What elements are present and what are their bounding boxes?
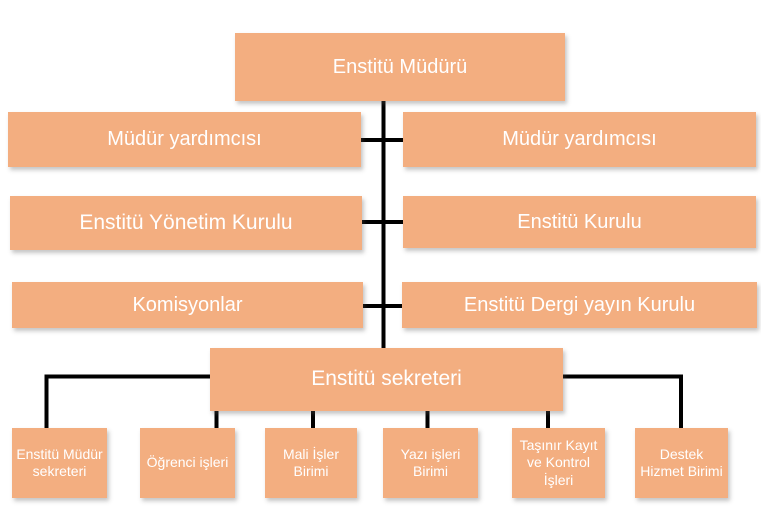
node-support-services-unit: Destek Hizmet Birimi bbox=[635, 428, 728, 498]
node-journal-publication-board: Enstitü Dergi yayın Kurulu bbox=[402, 282, 757, 328]
connector-left-l bbox=[44, 374, 212, 430]
node-institute-secretary: Enstitü sekreteri bbox=[210, 348, 563, 411]
node-deputy-director-right: Müdür yardımcısı bbox=[403, 112, 756, 167]
node-movable-registry-control: Taşınır Kayıt ve Kontrol İşleri bbox=[512, 428, 605, 498]
node-correspondence-unit: Yazı işleri Birimi bbox=[383, 428, 478, 498]
node-director-secretary: Enstitü Müdür sekreteri bbox=[12, 428, 107, 498]
node-commissions: Komisyonlar bbox=[12, 282, 363, 328]
node-institute-board: Enstitü Kurulu bbox=[403, 196, 756, 248]
node-student-affairs: Öğrenci işleri bbox=[140, 428, 235, 498]
node-institute-director: Enstitü Müdürü bbox=[235, 33, 565, 101]
connector-right-l bbox=[561, 374, 683, 430]
node-deputy-director-left: Müdür yardımcısı bbox=[8, 112, 361, 167]
node-financial-affairs-unit: Mali İşler Birimi bbox=[265, 428, 357, 498]
node-management-board: Enstitü Yönetim Kurulu bbox=[10, 196, 362, 250]
